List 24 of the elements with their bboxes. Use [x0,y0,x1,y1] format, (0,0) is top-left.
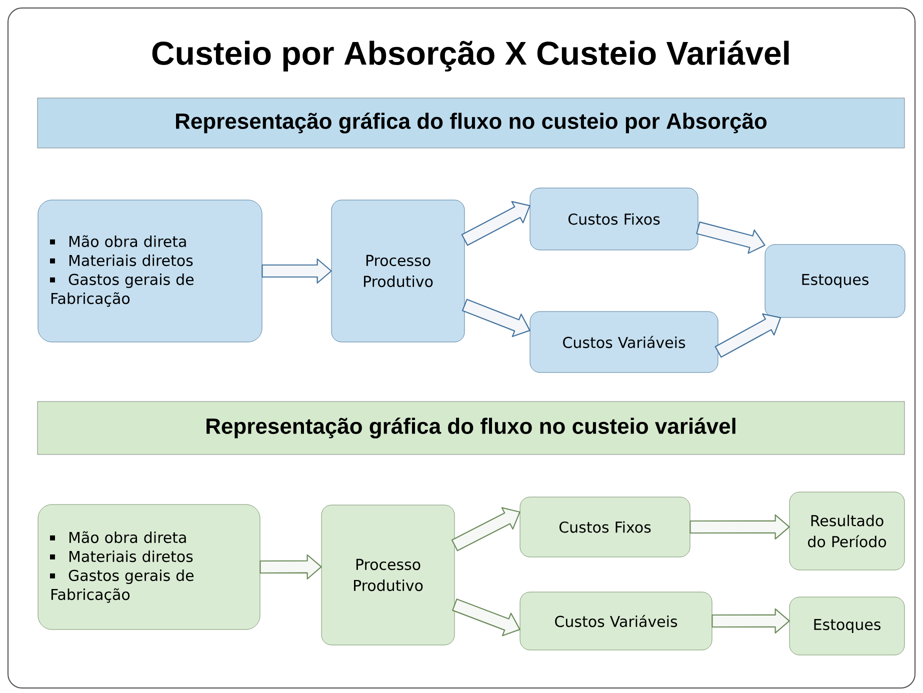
block-arrow [461,201,530,246]
block-arrow [262,258,332,284]
block-arrow [260,554,322,580]
process-box: Resultado do Período [789,492,905,570]
block-arrow [696,222,766,254]
block-arrow [462,298,530,338]
process-box: Processo Produtivo [331,200,465,342]
process-box: Processo Produtivo [321,504,455,646]
block-arrow [451,507,520,552]
process-box: Custos Fixos [530,188,698,250]
process-box: Custos Variáveis [520,592,712,650]
section-band: Representação gráfica do fluxo no custeio por Absorção [37,98,905,148]
block-arrow [714,313,782,358]
process-box: Custos Variáveis [530,311,718,373]
block-arrow [690,514,790,540]
block-arrow [712,608,790,634]
bullet-list-box: Mão obra direta Materiais diretos Gastos gerais de Fabricação [38,200,262,342]
process-box: Estoques [764,244,906,318]
process-box: Custos Fixos [520,496,690,558]
process-box: Estoques [789,596,905,656]
section-band: Representação gráfica do fluxo no custeio variável [37,401,905,455]
block-arrow [452,598,520,636]
title: Custeio por Absorção X Custeio Variável [152,40,789,72]
bullet-list-box: Mão obra direta Materiais diretos Gastos gerais de Fabricação [38,504,260,630]
